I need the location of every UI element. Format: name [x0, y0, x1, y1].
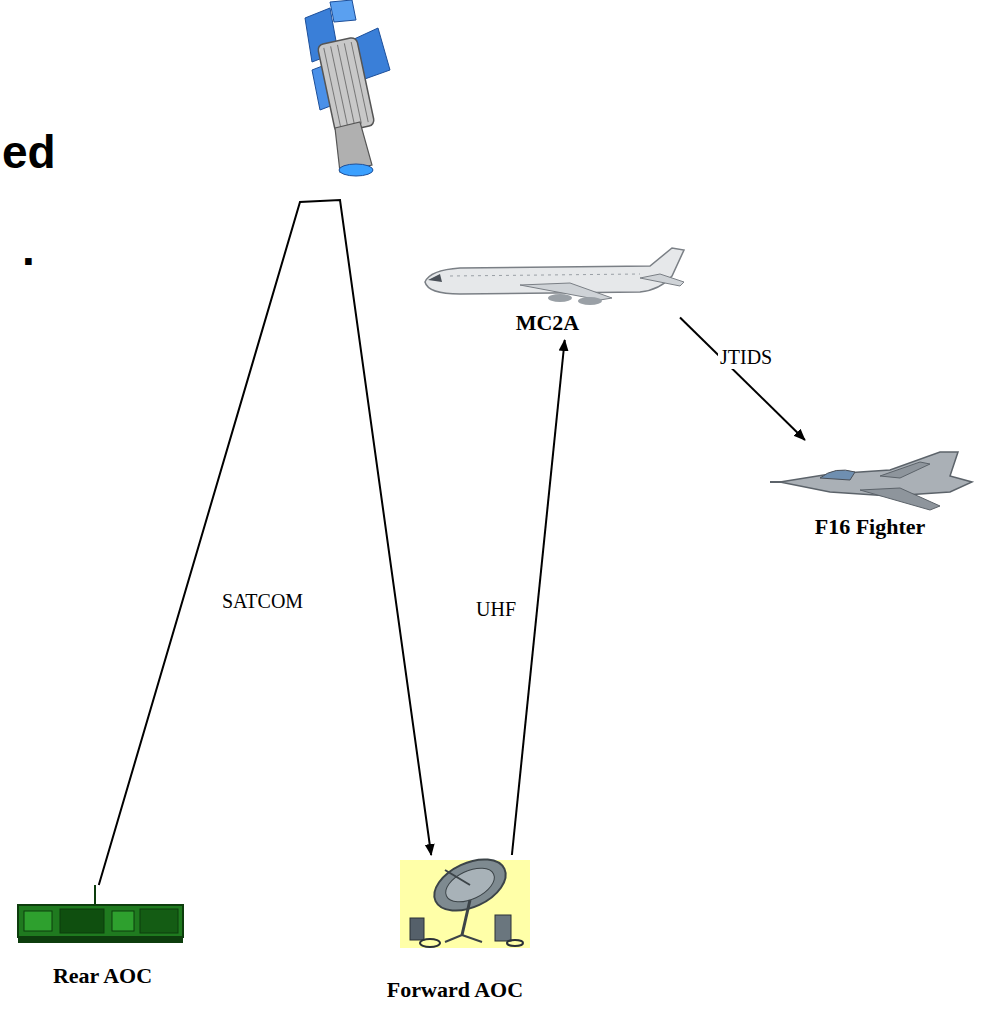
fighter-node: F16 Fighter [765, 440, 975, 544]
site-node: Rear AOC [10, 885, 195, 993]
node-label: Rear AOC [51, 963, 154, 989]
heading-fragment: ed [2, 125, 56, 179]
ground-station-icon [400, 849, 530, 948]
link-label: JTIDS [718, 346, 774, 369]
fighter-icon [770, 452, 972, 510]
site-node: Forward AOC [370, 855, 540, 1007]
node-label: MC2A [514, 310, 582, 336]
shelter-icon [18, 885, 183, 943]
link-arrow [512, 340, 565, 855]
satellite-icon [305, 0, 390, 176]
link-arrow [680, 318, 805, 441]
node-label: F16 Fighter [813, 514, 928, 540]
aircraft-icon [425, 248, 684, 305]
heading-fragment: . [22, 222, 35, 276]
link-label: SATCOM [220, 590, 305, 613]
link-arrow [99, 200, 431, 885]
aircraft-node: MC2A [415, 250, 680, 340]
link-label: UHF [474, 598, 518, 621]
node-label: Forward AOC [385, 977, 525, 1003]
